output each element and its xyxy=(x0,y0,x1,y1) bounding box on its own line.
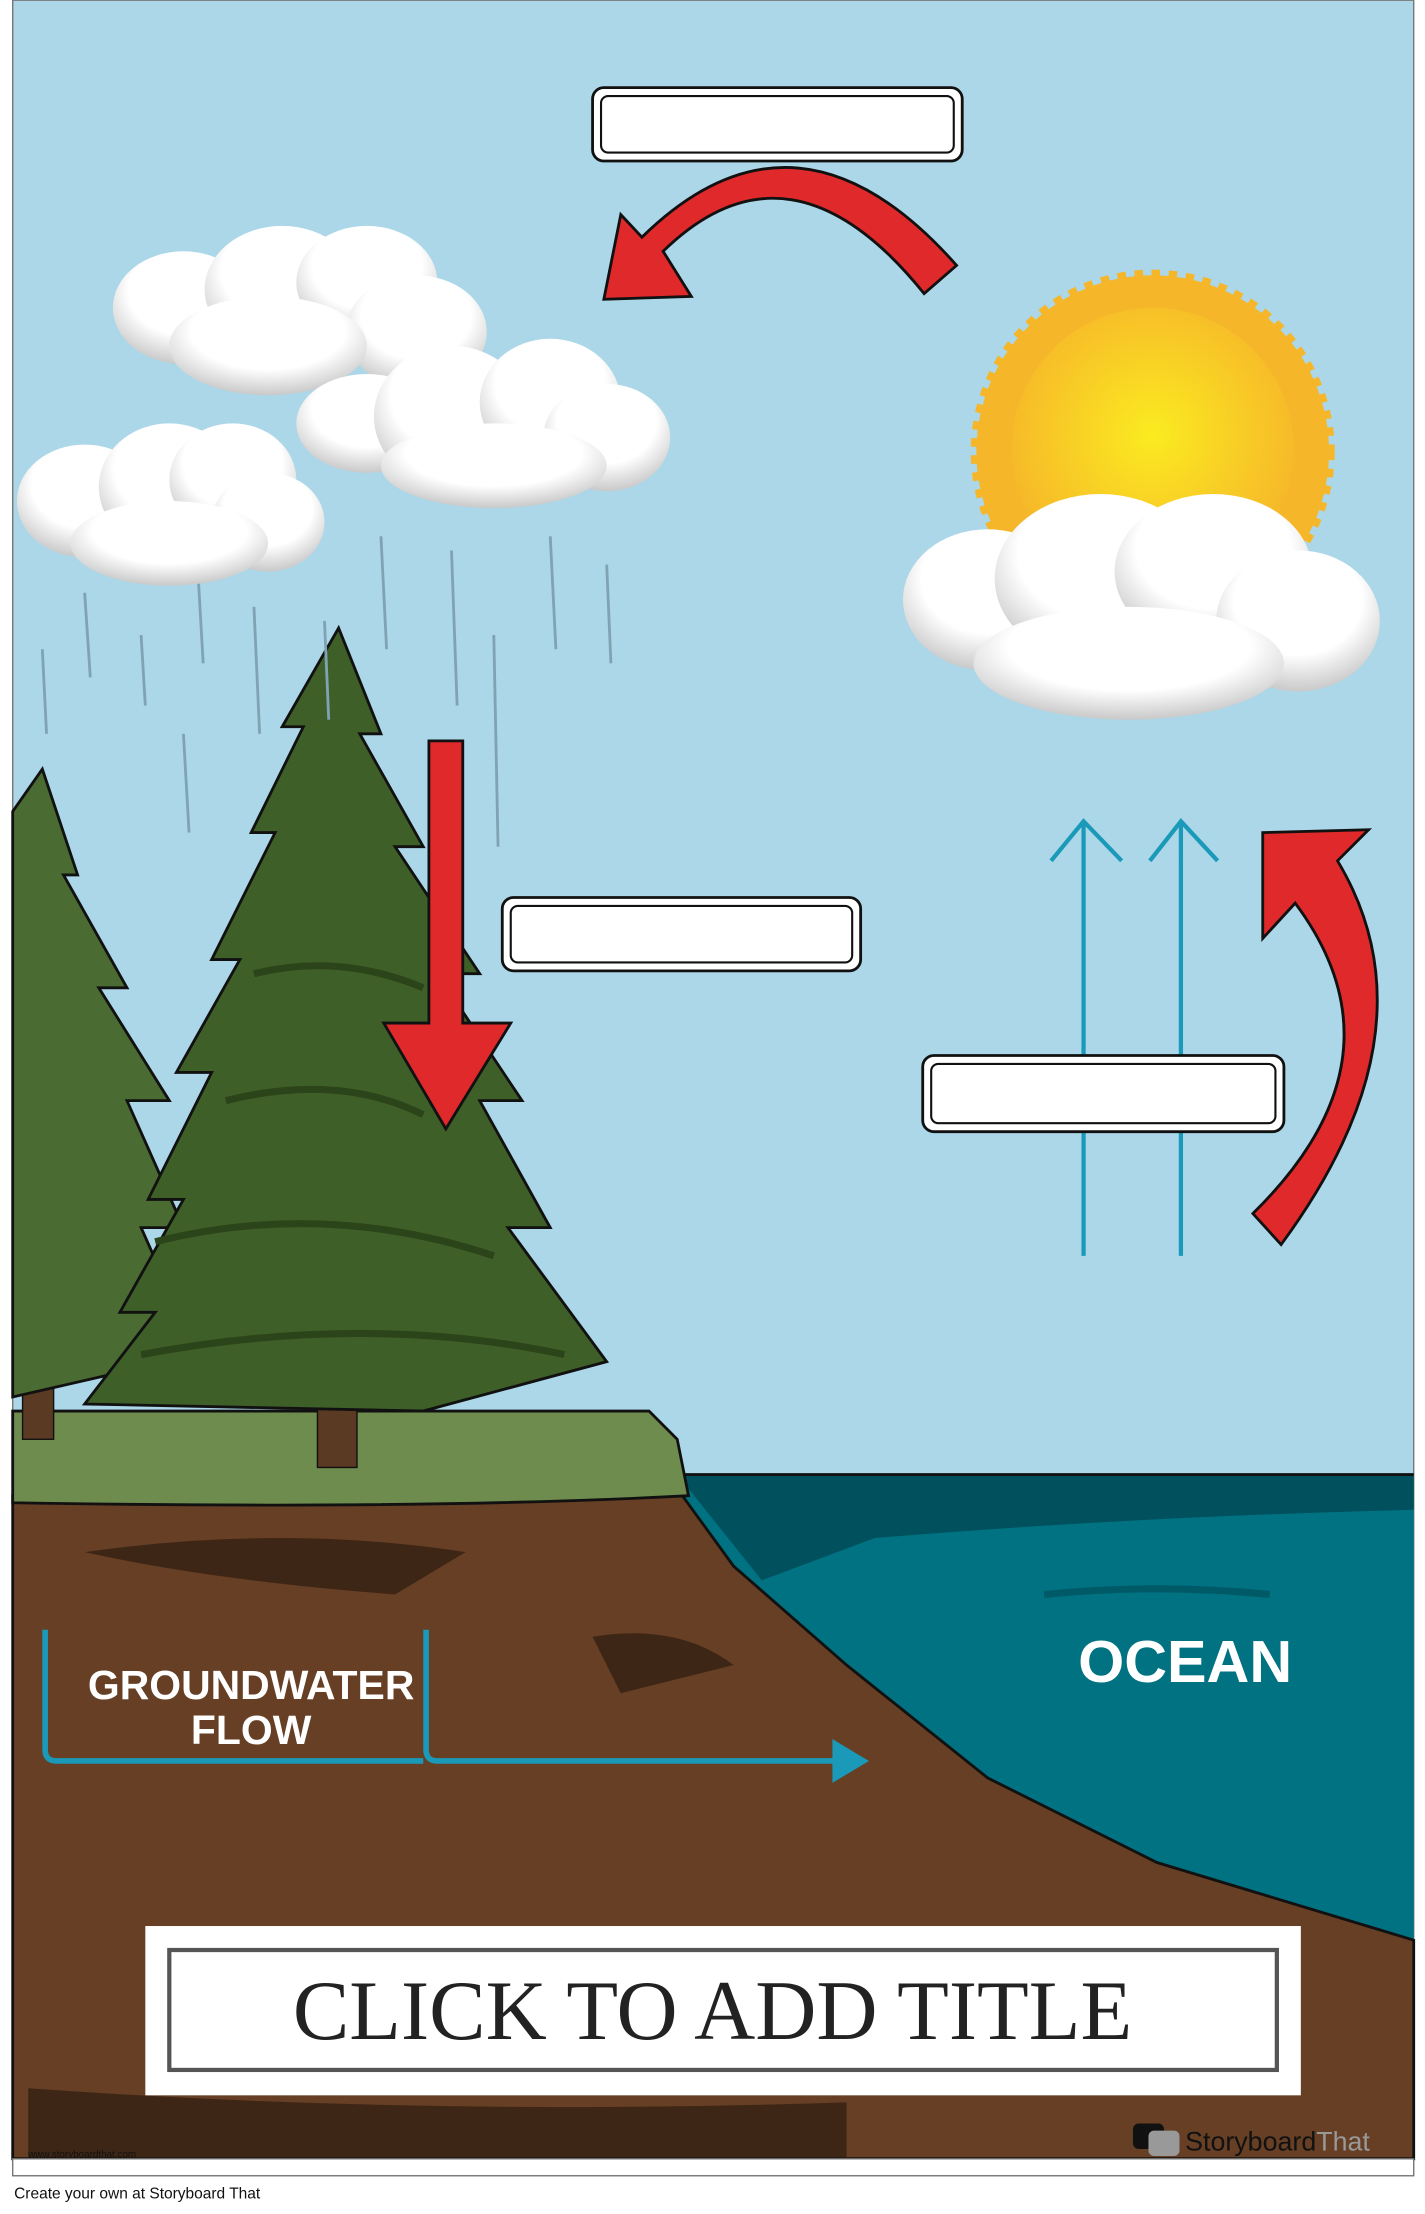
storyboardthat-logo: StoryboardThat xyxy=(1132,2123,1370,2156)
cloud xyxy=(296,338,671,509)
groundwater-flow-arrow xyxy=(42,1629,869,1783)
label-box[interactable] xyxy=(500,896,863,973)
evaporation-cycle-arrow xyxy=(1250,828,1379,1247)
title-box[interactable]: CLICK TO ADD TITLE xyxy=(145,1926,1301,2096)
footer-text[interactable]: Create your own at Storyboard That xyxy=(14,2185,261,2202)
condensation-arrow xyxy=(602,166,959,301)
sun-cloud xyxy=(902,493,1380,720)
pine-trees xyxy=(11,624,610,1469)
groundwater-label-line1: GROUNDWATER xyxy=(88,1662,414,1708)
precipitation-arrow xyxy=(381,739,514,1132)
sun-icon xyxy=(902,269,1380,720)
rain xyxy=(40,536,613,847)
watermark: www.storyboardthat.com xyxy=(27,2149,136,2160)
rain-clouds xyxy=(16,225,671,586)
cloud xyxy=(112,225,487,396)
title-placeholder[interactable]: CLICK TO ADD TITLE xyxy=(293,1965,1132,2058)
groundwater-label-line2: FLOW xyxy=(191,1707,312,1753)
evaporation-arrows xyxy=(1049,818,1220,1256)
ocean-label: OCEAN xyxy=(1078,1628,1292,1695)
label-box[interactable] xyxy=(591,86,964,163)
label-box[interactable] xyxy=(921,1054,1286,1134)
svg-text:StoryboardThat: StoryboardThat xyxy=(1185,2126,1370,2156)
cloud xyxy=(16,423,325,586)
